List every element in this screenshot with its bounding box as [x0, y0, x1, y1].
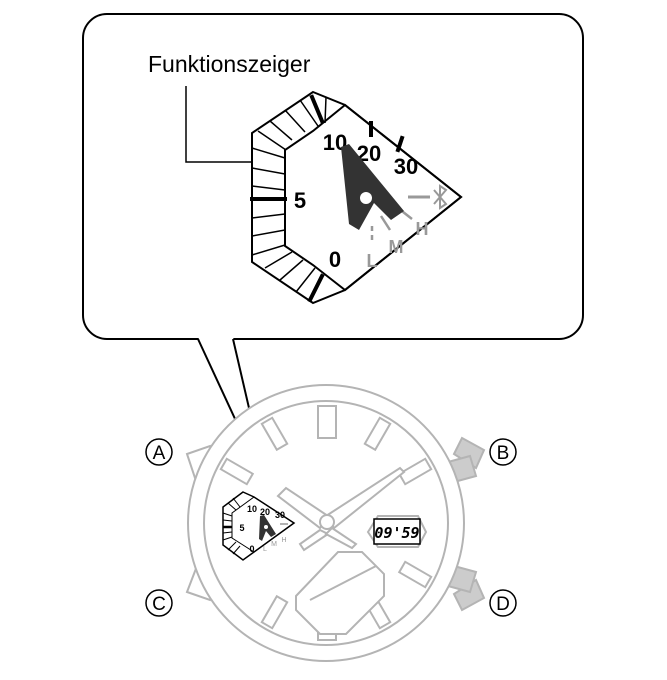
svg-text:D: D — [496, 594, 510, 615]
svg-text:C: C — [152, 594, 166, 615]
small-scale-label-10: 10 — [247, 504, 257, 514]
small-hand-letter-l: L — [263, 546, 267, 553]
hand-letter-h: H — [416, 219, 429, 239]
small-scale-label-30: 30 — [275, 510, 285, 520]
watch-hour-markers — [219, 405, 433, 641]
svg-text:A: A — [153, 443, 166, 464]
scale-label-30: 30 — [394, 154, 418, 179]
small-hand-letter-h: H — [281, 537, 286, 544]
function-hand-label: Funktionszeiger — [148, 51, 311, 77]
small-scale-label-0: 0 — [249, 544, 254, 554]
seconds-tail — [324, 526, 358, 550]
scale-label-5: 5 — [294, 188, 306, 213]
counter-hand — [298, 528, 330, 552]
subdial-small: 10 20 30 5 0 L M H — [222, 491, 296, 561]
button-label-a: A — [145, 438, 173, 466]
digital-time-readout: 09'59 — [374, 524, 419, 542]
small-hand-letter-m: M — [271, 541, 277, 548]
svg-text:B: B — [497, 443, 510, 464]
button-label-d: D — [489, 589, 517, 617]
small-scale-label-5: 5 — [239, 523, 244, 533]
watch-hands — [276, 466, 406, 552]
button-label-b: B — [489, 438, 517, 466]
watch-lower-window — [295, 551, 385, 635]
small-scale-label-20: 20 — [260, 507, 270, 517]
bluetooth-icon — [433, 184, 448, 210]
hand-letter-l: L — [367, 251, 378, 271]
scale-label-0: 0 — [329, 247, 341, 272]
subdial-large: 10 20 30 5 0 L M H — [250, 90, 463, 305]
hand-letter-m: M — [389, 237, 404, 257]
digital-display: 09'59 — [366, 515, 428, 548]
function-hand-large — [341, 144, 404, 230]
button-label-c: C — [145, 589, 173, 617]
